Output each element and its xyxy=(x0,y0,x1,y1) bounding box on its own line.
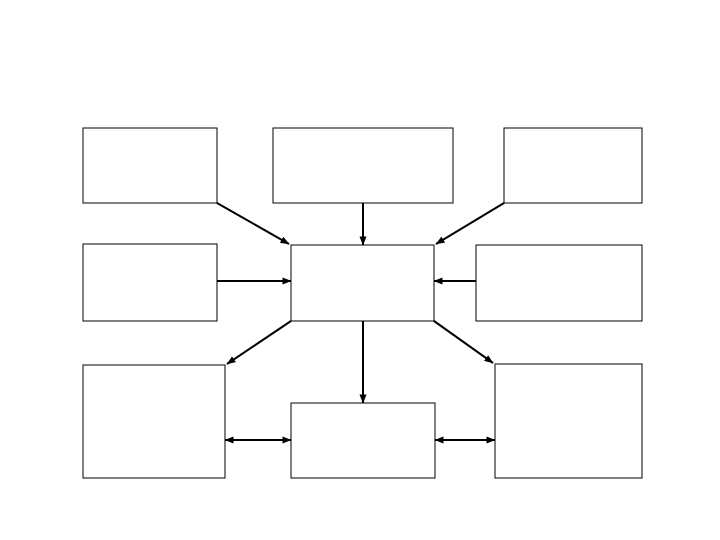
arrow-center-to-bottom-left xyxy=(226,320,292,365)
box-top-right xyxy=(503,127,643,204)
diagram-nodes-layer xyxy=(82,127,643,479)
arrow-center-to-bottom-right xyxy=(433,320,494,364)
diagram-edges-layer xyxy=(216,202,505,444)
box-bottom-right xyxy=(494,363,643,479)
box-center xyxy=(290,244,435,322)
box-top-left xyxy=(82,127,218,204)
arrow-top-right-to-center xyxy=(435,202,505,245)
box-top-center xyxy=(272,127,454,204)
arrow-top-left-to-center xyxy=(216,202,290,245)
box-middle-right xyxy=(475,244,643,322)
box-bottom-left xyxy=(82,364,226,479)
box-middle-left xyxy=(82,243,218,322)
box-bottom-center xyxy=(290,402,436,479)
